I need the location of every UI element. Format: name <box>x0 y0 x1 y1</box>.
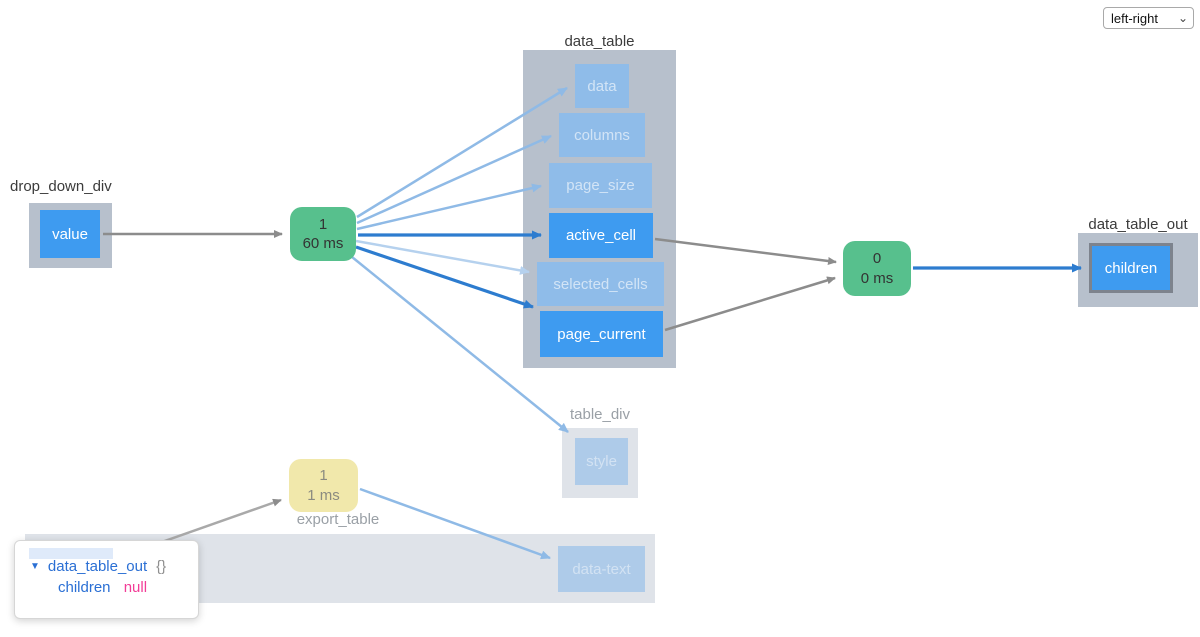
prop-table-div-style[interactable]: style <box>575 438 628 485</box>
callback-node-main[interactable]: 1 60 ms <box>290 207 356 261</box>
layout-direction-value: left-right <box>1111 10 1158 26</box>
prop-data-table-out-children[interactable]: children <box>1089 243 1173 293</box>
callback-duration: 60 ms <box>302 235 344 252</box>
component-label-export-table: export_table <box>296 511 380 528</box>
edge-cb-main-to-page-size <box>356 183 542 231</box>
object-braces-glyph: {} <box>156 558 167 575</box>
layout-direction-select[interactable]: left-right ⌄ <box>1103 7 1194 29</box>
tooltip-object-row: ▼ data_table_out {} <box>30 558 166 575</box>
prop-data-table-columns[interactable]: columns <box>559 113 645 157</box>
edge-cb-main-to-columns <box>356 134 552 225</box>
component-label-drop-down-div: drop_down_div <box>10 178 112 195</box>
tooltip-prop-row: children null <box>58 579 147 596</box>
callback-duration: 1 ms <box>307 486 340 504</box>
callback-count: 1 <box>319 467 328 484</box>
prop-data-table-page-size[interactable]: page_size <box>549 163 652 208</box>
tooltip-prop-name: children <box>58 579 111 596</box>
prop-data-table-page-current[interactable]: page_current <box>540 311 663 357</box>
edge-cb-main-to-selected-cells <box>355 239 530 275</box>
prop-data-table-data[interactable]: data <box>575 64 629 108</box>
chevron-down-icon: ⌄ <box>1177 11 1188 25</box>
prop-drop-down-div-value[interactable]: value <box>40 210 100 258</box>
edge-cb-main-to-page-current <box>355 245 534 309</box>
edge-active-cell-to-cb-out <box>654 237 837 265</box>
callback-node-out[interactable]: 0 0 ms <box>843 241 911 296</box>
callback-count: 1 <box>318 215 328 233</box>
tooltip-object-title: data_table_out <box>47 558 148 575</box>
prop-value-tooltip: ▼ data_table_out {} children null <box>14 540 199 619</box>
prop-data-table-active-cell[interactable]: active_cell <box>549 213 653 258</box>
tooltip-prop-value: null <box>123 579 148 596</box>
callback-node-export[interactable]: 1 1 ms <box>289 459 358 512</box>
prop-data-table-selected-cells[interactable]: selected_cells <box>537 262 664 306</box>
tree-expander-icon[interactable]: ▼ <box>30 561 40 572</box>
callback-count: 0 <box>872 250 882 267</box>
prop-export-table-data-text[interactable]: data-text <box>558 546 645 592</box>
component-label-table-div: table_div <box>569 406 631 423</box>
edge-page-current-to-cb-out <box>664 276 836 332</box>
component-label-data-table-out: data_table_out <box>1088 216 1188 233</box>
callback-duration: 0 ms <box>860 269 894 287</box>
tooltip-highlight-bar <box>29 548 113 559</box>
component-label-data-table: data_table <box>564 33 635 50</box>
